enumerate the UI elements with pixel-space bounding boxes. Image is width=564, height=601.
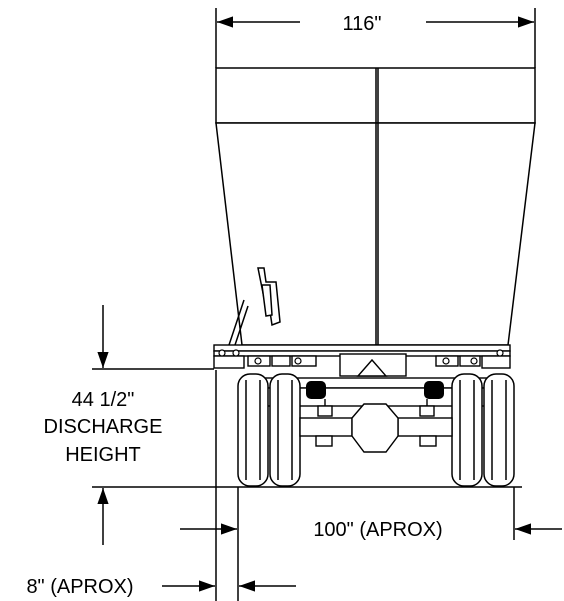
discharge-height-value: 44 1/2" bbox=[72, 389, 135, 411]
right-outer-tire bbox=[483, 373, 515, 487]
suspension-pads bbox=[306, 381, 444, 399]
discharge-height-dimension bbox=[92, 305, 228, 545]
axle-assembly bbox=[299, 399, 453, 453]
top-width-label: 116" bbox=[343, 13, 382, 35]
top-width-dimension bbox=[215, 8, 536, 68]
discharge-height-label-line1: DISCHARGE bbox=[44, 416, 163, 438]
left-wheels bbox=[237, 373, 301, 487]
left-axle-tube bbox=[299, 417, 353, 437]
right-wheels bbox=[451, 373, 515, 487]
right-inner-tire bbox=[451, 373, 483, 487]
frame-bolts bbox=[218, 349, 504, 365]
left-bracket bbox=[213, 355, 245, 369]
side-lever bbox=[227, 267, 281, 349]
left-outer-tire bbox=[237, 373, 269, 487]
right-bracket bbox=[481, 355, 511, 369]
hopper bbox=[215, 67, 536, 346]
left-pad bbox=[306, 381, 326, 399]
left-inner-tire bbox=[269, 373, 301, 487]
frame-top-rail bbox=[213, 344, 511, 352]
side-offset-label: 8" (APROX) bbox=[26, 576, 133, 598]
discharge-height-label-line2: HEIGHT bbox=[65, 444, 141, 466]
right-pad bbox=[424, 381, 444, 399]
axle-width-dimension bbox=[180, 370, 562, 601]
differential-housing bbox=[351, 403, 399, 453]
right-axle-tube bbox=[397, 417, 453, 437]
axle-width-label: 100" (APROX) bbox=[313, 519, 442, 541]
